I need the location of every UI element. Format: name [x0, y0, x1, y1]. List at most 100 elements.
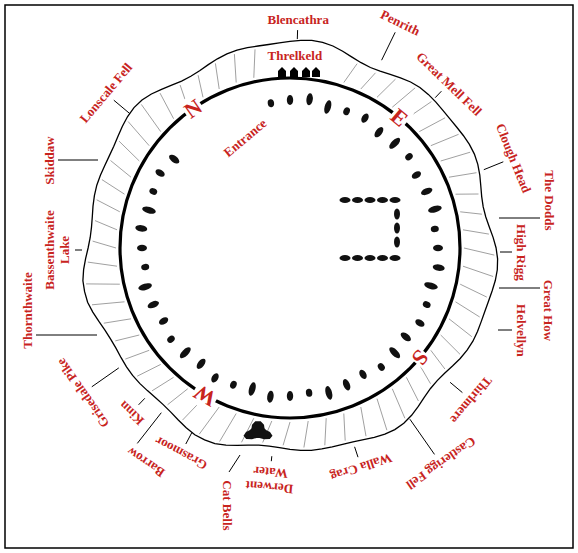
place-label: Grisedale Pike [54, 354, 114, 431]
compass-letter: W [188, 378, 221, 412]
standing-stone [342, 106, 351, 116]
ridge-stroke [449, 319, 472, 337]
standing-stone [340, 255, 351, 261]
standing-stone [305, 388, 312, 397]
place-label: Penrith [377, 7, 423, 40]
leader-line [435, 91, 441, 98]
standing-stone [377, 255, 388, 261]
stones [135, 93, 445, 403]
leader-line [498, 330, 512, 331]
compass-letter: S [406, 344, 435, 371]
standing-stone [365, 255, 376, 261]
leader-line [484, 162, 504, 170]
ridge-stroke [361, 73, 376, 89]
ridge-stroke [464, 248, 494, 255]
compass-letter: E [385, 103, 414, 133]
standing-stone [287, 391, 293, 401]
place-label: Thirlmere [445, 372, 494, 427]
leader-line [410, 419, 435, 454]
standing-stone [210, 372, 221, 384]
standing-stone [410, 170, 422, 181]
ridge-stroke [463, 230, 489, 234]
ridge-stroke [92, 302, 125, 305]
leader-line [499, 218, 540, 219]
standing-stone [137, 245, 147, 251]
ridge-stroke [111, 161, 132, 178]
leader-line [271, 456, 273, 461]
place-label: Kinn [116, 396, 148, 428]
standing-stone [352, 255, 363, 261]
ridge-stroke [377, 79, 396, 97]
standing-stone [376, 362, 386, 372]
place-label: Blencathra [267, 13, 330, 28]
leader-lines [36, 30, 540, 472]
place-label: The Dodds [541, 169, 556, 231]
ridge-stroke [88, 262, 117, 266]
standing-stone [427, 204, 442, 214]
ridge-stroke [304, 421, 308, 448]
leader-line [355, 447, 358, 457]
standing-stone [306, 93, 314, 106]
ridge-stroke [441, 152, 471, 161]
standing-stone [154, 168, 166, 179]
standing-stone [340, 197, 351, 203]
leader-line [58, 160, 98, 161]
ridge-stroke [86, 283, 120, 284]
standing-stone [420, 186, 434, 197]
standing-stone [148, 187, 158, 196]
standing-stone [394, 237, 400, 248]
ridge-stroke [325, 418, 326, 445]
ridge-stroke [168, 389, 188, 405]
leader-line [139, 398, 145, 405]
place-label: Great How [540, 278, 555, 342]
ridge-stroke [441, 335, 460, 354]
standing-stone [423, 281, 438, 291]
standing-stone [432, 264, 445, 272]
standing-stone [358, 368, 369, 380]
leader-line [75, 250, 82, 251]
standing-stone [247, 381, 257, 396]
standing-stone [433, 245, 443, 251]
leader-line [36, 335, 97, 336]
place-label: Entrance [220, 115, 270, 161]
standing-stone [138, 282, 153, 292]
ridge-stroke [460, 284, 487, 297]
leader-line [92, 368, 119, 387]
standing-stone [422, 300, 432, 309]
standing-stone [387, 345, 401, 359]
fell-ring [83, 40, 498, 450]
standing-stone [135, 224, 148, 232]
place-label: Helvellyn [512, 303, 527, 358]
place-label: Great Mell Fell [412, 48, 485, 119]
standing-stone [373, 125, 385, 138]
house-symbol [302, 67, 310, 77]
standing-stone [266, 390, 274, 403]
ridge-stroke [344, 414, 345, 441]
standing-stone [360, 112, 371, 124]
standing-stone [158, 316, 170, 327]
standing-stone [404, 152, 414, 162]
ridge-stroke [160, 93, 174, 119]
ridge-stroke [104, 319, 131, 323]
ridge-stroke [141, 104, 160, 131]
leader-line [114, 100, 130, 114]
standing-stone [365, 197, 376, 203]
ridge-stroke [463, 266, 493, 276]
standing-stone [394, 223, 400, 234]
standing-stone [287, 95, 293, 105]
standing-stone [414, 318, 426, 329]
ridge-stroke [102, 180, 125, 195]
place-label: Lonscale Fell [76, 60, 136, 127]
ridge-stroke [419, 118, 445, 132]
place-label: Derwent Water [235, 461, 305, 497]
ridge-stroke [344, 64, 357, 83]
ridge-stroke [95, 221, 117, 230]
ridge-stroke [361, 407, 366, 436]
leader-line [499, 288, 540, 289]
place-label: Cat Bells [219, 479, 234, 531]
ridge-stroke [198, 75, 203, 97]
ridge-stroke [456, 302, 480, 317]
standing-stone [267, 99, 274, 108]
standing-stone [178, 345, 192, 359]
